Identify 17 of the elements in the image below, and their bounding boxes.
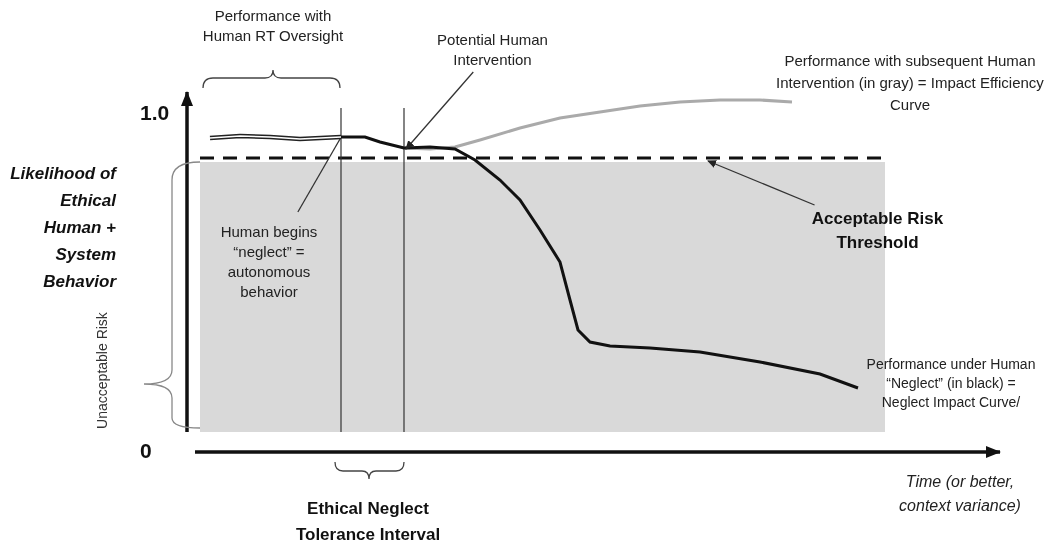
bracket-label: Performance with Human RT Oversight — [201, 6, 345, 46]
axis-title: Time (or better, context variance) — [898, 472, 1022, 516]
axis-tick-label: 1.0 — [140, 100, 171, 126]
bracket-label: Unacceptable Risk — [93, 311, 111, 431]
callout-text: Potential Human Intervention — [436, 30, 549, 70]
callout-text: Acceptable Risk Threshold — [810, 208, 945, 254]
impact-efficiency-curve — [403, 98, 793, 151]
callout-text: Human begins “neglect” = autonomous behavior — [219, 222, 319, 302]
curve-label: Performance under Human “Neglect” (in black) = Neglect Impact Curve/ — [865, 355, 1037, 412]
leader-line — [297, 138, 341, 213]
axis-title: Likelihood of Ethical Human + System Behavior — [10, 163, 116, 293]
oversight-curve — [209, 133, 342, 142]
curve-label: Performance with subsequent Human Intervention (in gray) = Impact Efficiency Curve — [776, 51, 1044, 115]
bracket-label: Ethical Neglect Tolerance Interval — [294, 498, 442, 546]
arrow — [707, 160, 816, 206]
axis-tick-label: 0 — [140, 438, 153, 464]
arrow — [405, 71, 474, 150]
